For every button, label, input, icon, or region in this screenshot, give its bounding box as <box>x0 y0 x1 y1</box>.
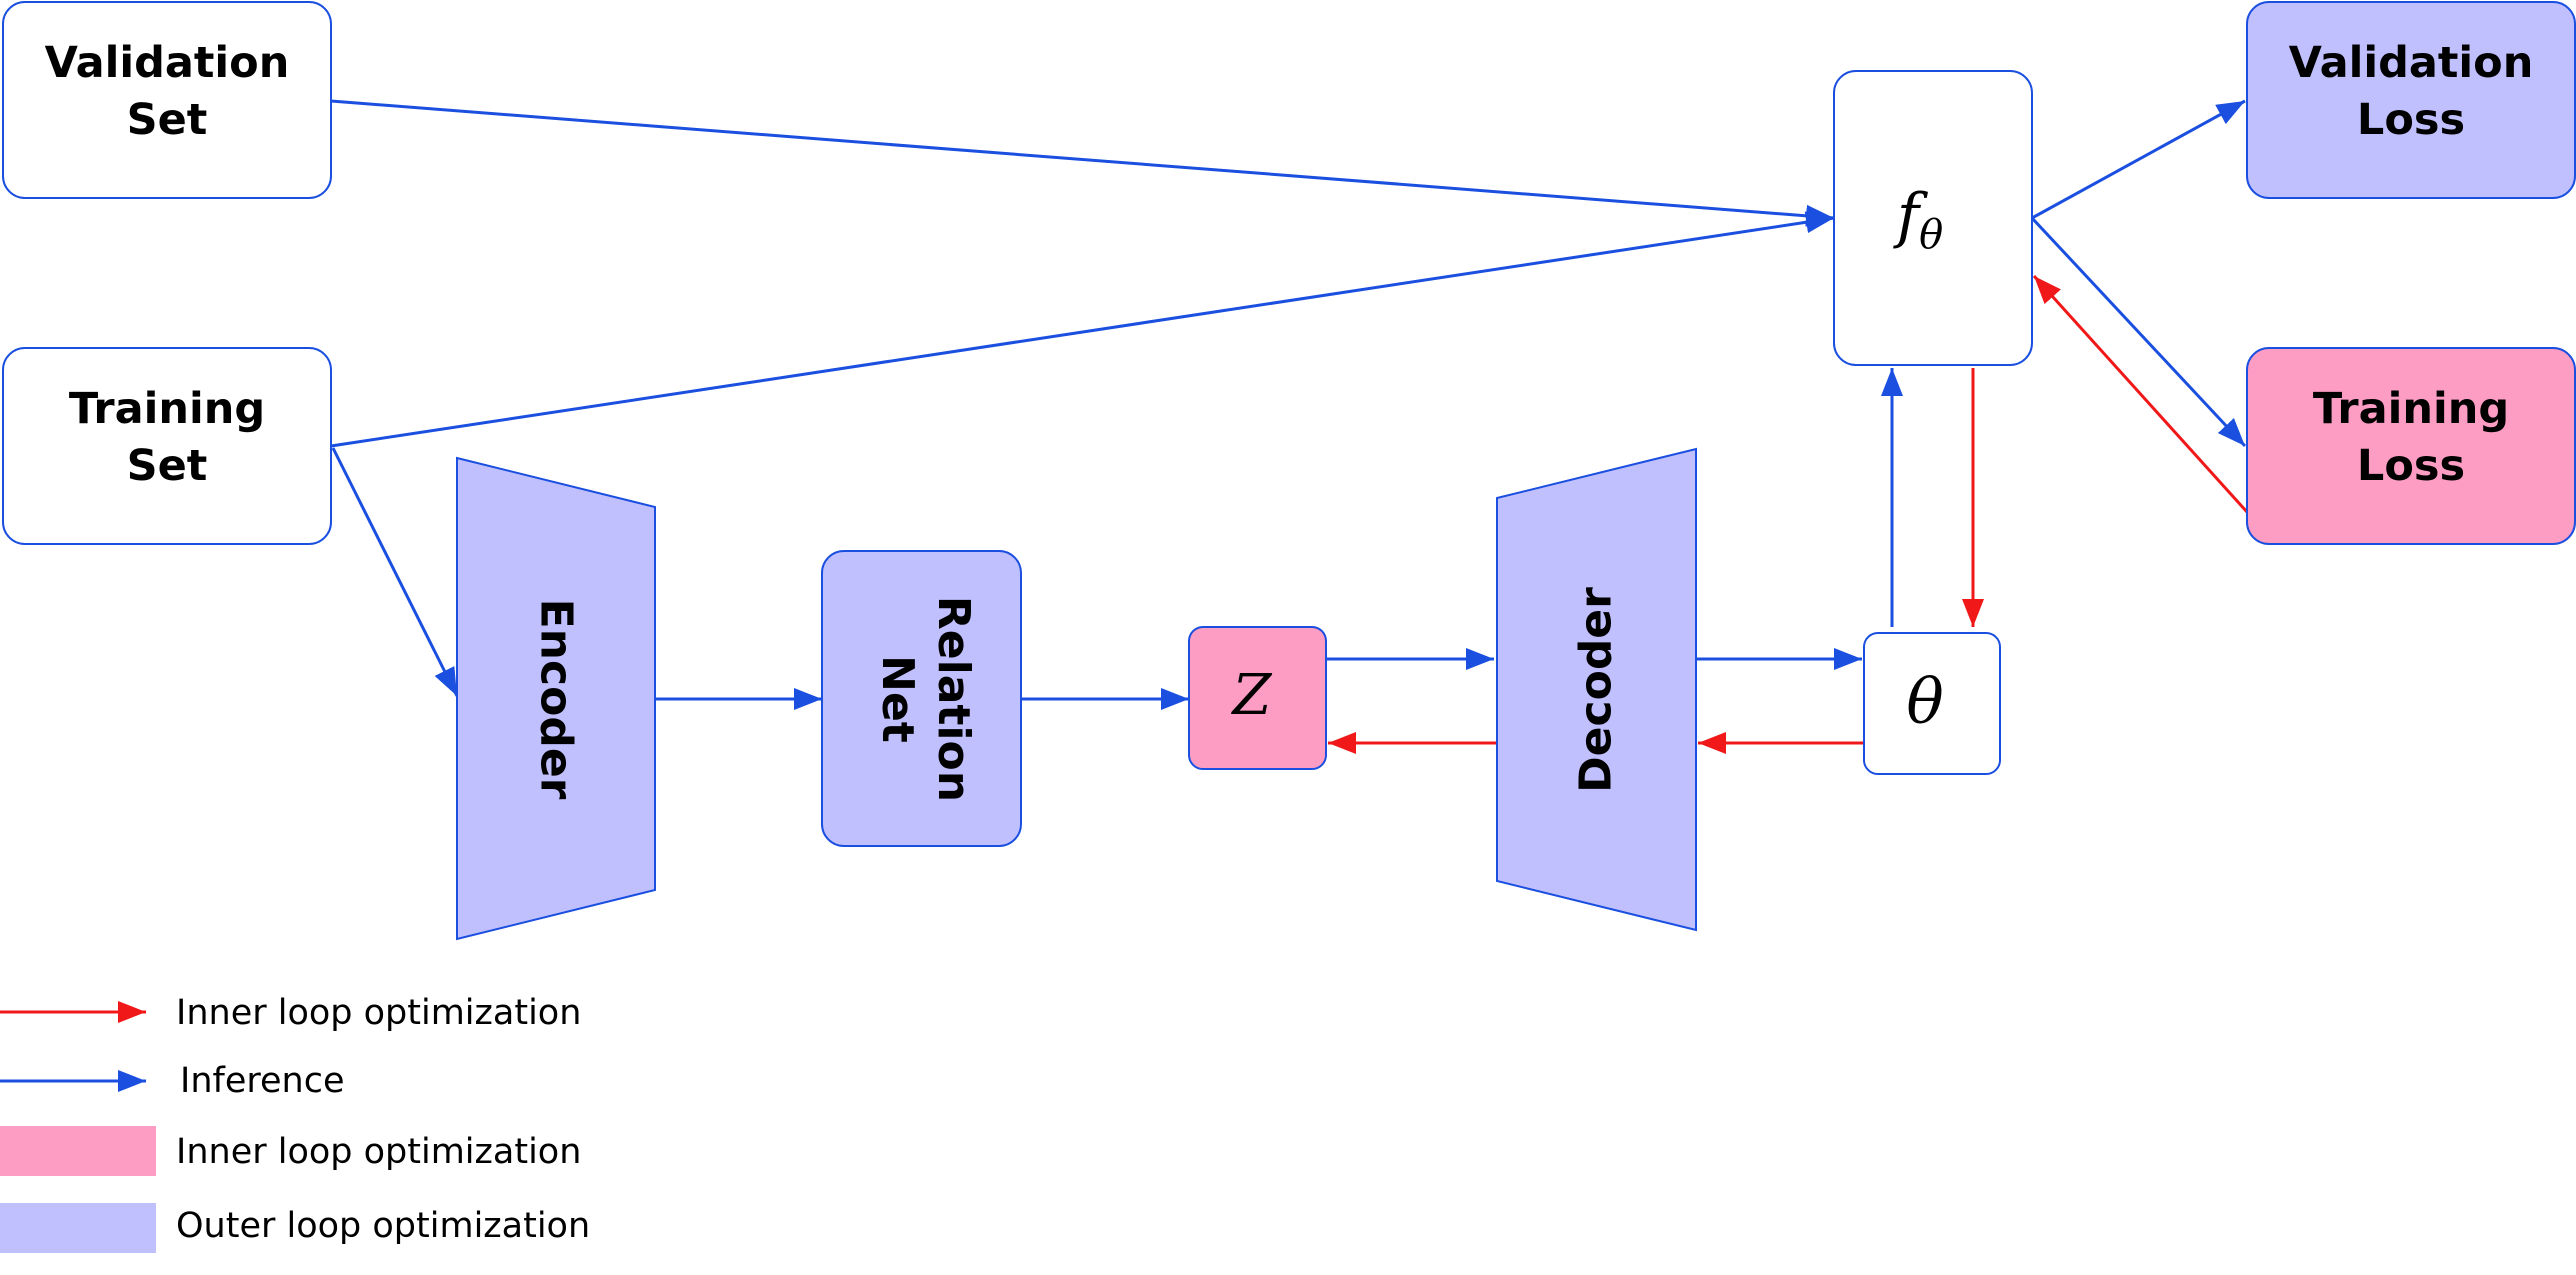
arrow-validation-to-ftheta <box>330 99 1835 227</box>
legend-purple-box-label: Outer loop optimization <box>176 1206 590 1246</box>
legend-blue-arrow: Inference <box>0 1061 344 1101</box>
theta-symbol: θ <box>1906 665 1943 738</box>
arrow-training-to-encoder <box>331 447 459 697</box>
relation-net-node: Relation Net <box>821 550 1022 847</box>
training-set-node: Training Set <box>2 347 332 545</box>
training-loss-label-line2: Loss <box>2357 441 2465 491</box>
validation-set-node: Validation Set <box>2 1 332 199</box>
arrows <box>330 99 2249 754</box>
legend-red-arrow-label: Inner loop optimization <box>176 993 581 1033</box>
arrow-ftheta-to-validation-loss <box>2031 99 2246 220</box>
decoder-label: Decoder <box>1571 587 1622 793</box>
arrow-training-to-ftheta <box>330 211 1835 448</box>
arrow-ftheta-to-training-loss <box>2030 216 2247 448</box>
training-set-label-line2: Set <box>127 441 208 491</box>
z-symbol: Z <box>1231 663 1273 728</box>
relation-net-label-line2: Net <box>872 655 923 743</box>
legend-purple-swatch <box>0 1203 156 1253</box>
legend-pink-swatch <box>0 1126 156 1176</box>
legend-pink-box: Inner loop optimization <box>0 1126 581 1176</box>
arrow-training-loss-to-ftheta-inner <box>2032 274 2249 514</box>
legend-blue-arrow-label: Inference <box>180 1061 344 1101</box>
encoder-label: Encoder <box>531 599 582 800</box>
legend-purple-box: Outer loop optimization <box>0 1203 590 1253</box>
validation-set-label-line2: Set <box>127 95 208 145</box>
encoder-node: Encoder <box>456 456 656 941</box>
validation-loss-label-line1: Validation <box>2289 38 2534 88</box>
f-theta-node: fθ <box>1833 70 2033 366</box>
validation-loss-label-line2: Loss <box>2357 95 2465 145</box>
training-loss-label-line1: Training <box>2313 384 2509 434</box>
training-loss-node: Training Loss <box>2246 347 2576 545</box>
decoder-node: Decoder <box>1496 447 1697 932</box>
z-latent-node: Z <box>1188 626 1327 770</box>
legend: Inner loop optimization Inference Inner … <box>0 993 590 1253</box>
training-set-label-line1: Training <box>69 384 265 434</box>
legend-red-arrow: Inner loop optimization <box>0 993 581 1033</box>
validation-set-label-line1: Validation <box>45 38 290 88</box>
relation-net-label-line1: Relation <box>928 596 979 802</box>
legend-pink-box-label: Inner loop optimization <box>176 1132 581 1172</box>
theta-node: θ <box>1863 632 2001 775</box>
validation-loss-node: Validation Loss <box>2246 1 2576 199</box>
